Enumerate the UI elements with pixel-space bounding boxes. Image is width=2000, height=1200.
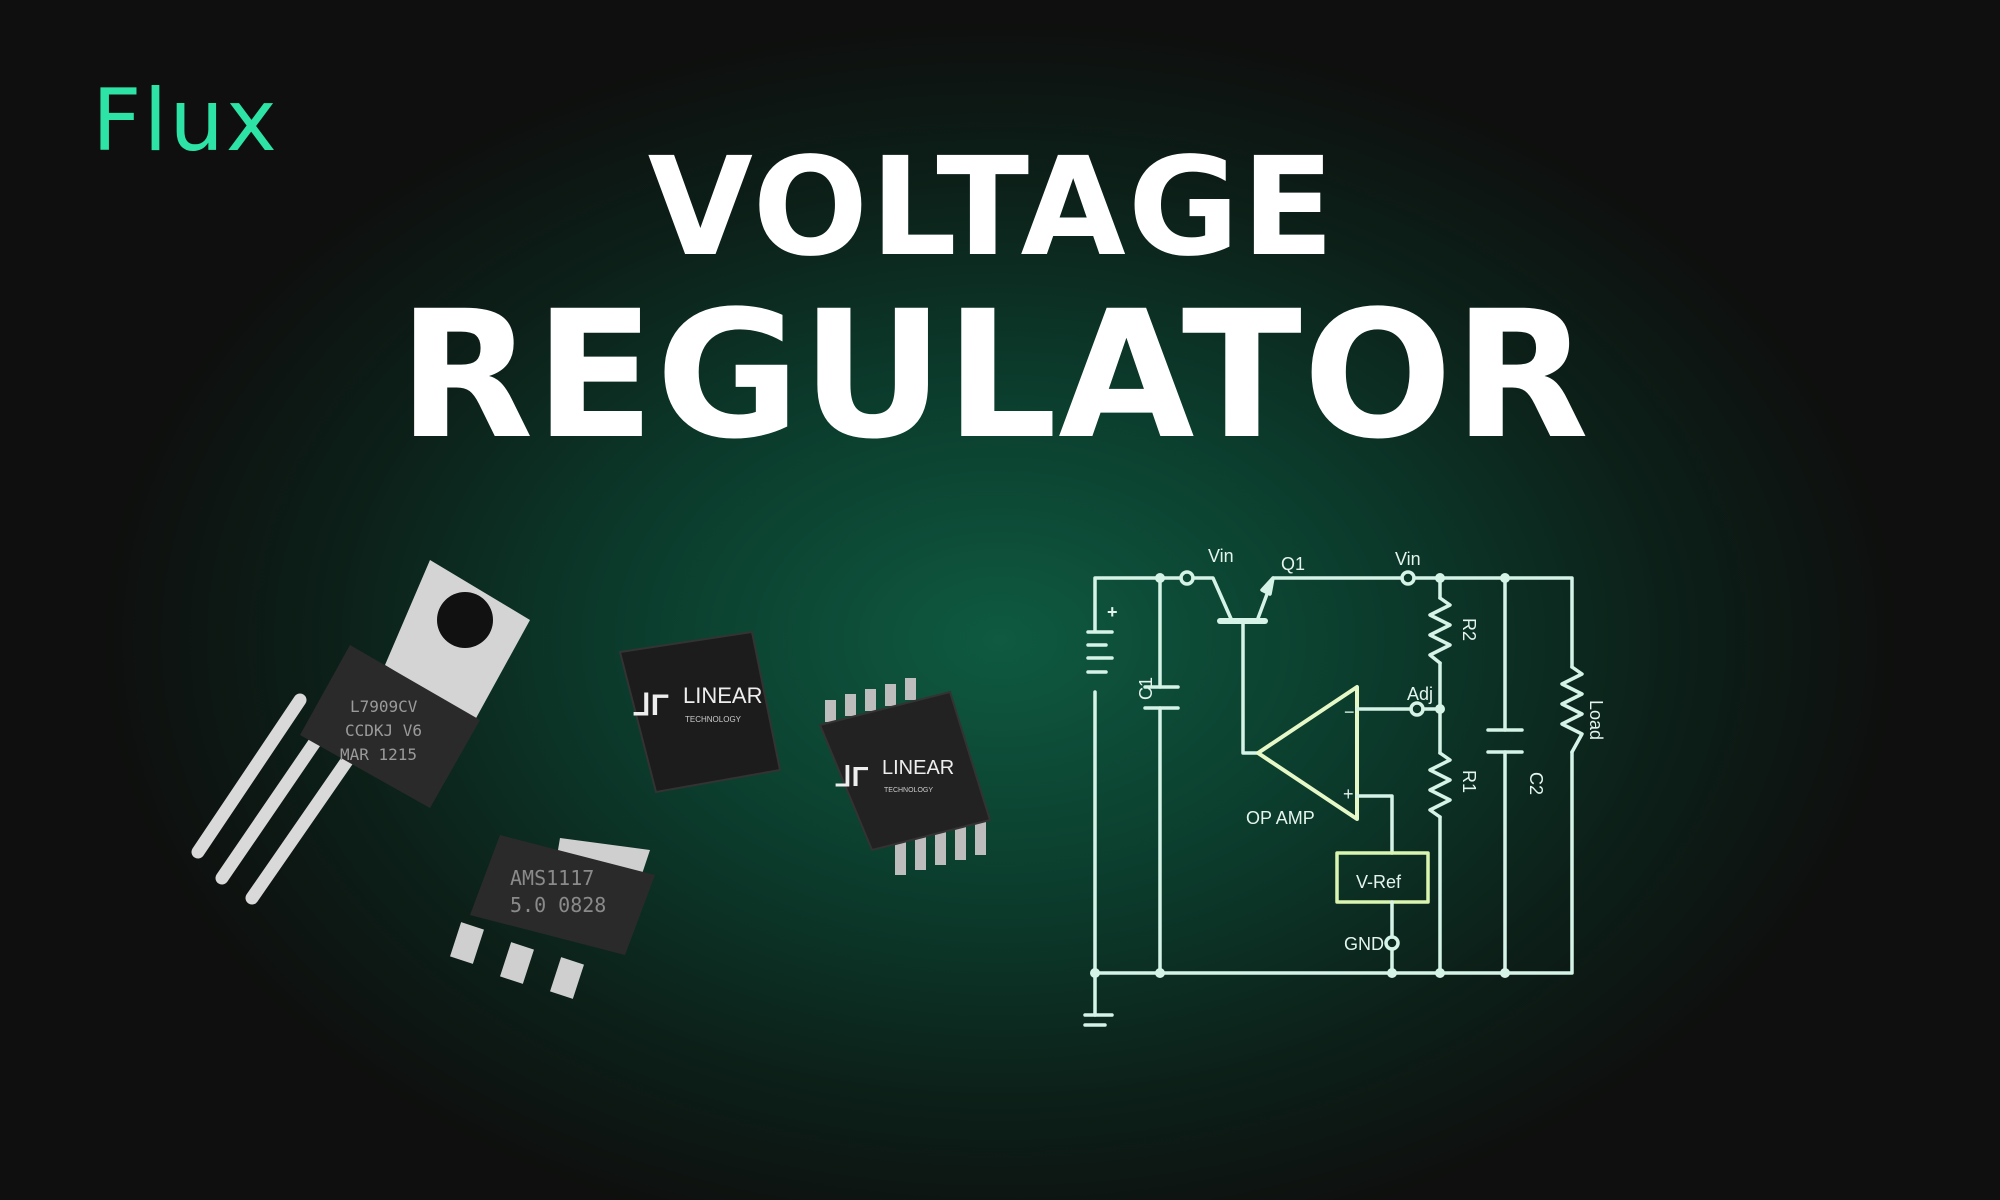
to220-marking-1: L7909CV [350, 697, 418, 716]
title-line-1: VOLTAGE [647, 129, 1337, 287]
label-vin-in: Vin [1208, 546, 1234, 566]
label-r1: R1 [1459, 770, 1479, 793]
title-line-2: REGULATOR [397, 273, 1590, 478]
sot223-marking-2: 5.0 0828 [510, 893, 606, 917]
linear-logo-mark: ⅃Γ [633, 689, 669, 722]
msop-package: ⅃Γ LINEAR TECHNOLOGY [818, 678, 992, 875]
junction-dots [1090, 573, 1510, 978]
to220-marking-3: MAR 1215 [340, 745, 417, 764]
to220-package: L7909CV CCDKJ V6 MAR 1215 [191, 560, 530, 905]
label-minus: − [1344, 702, 1355, 722]
label-c1: C1 [1136, 677, 1156, 700]
sot223-package: AMS1117 5.0 0828 [450, 835, 655, 999]
label-c2: C2 [1526, 772, 1546, 795]
label-plus: + [1343, 784, 1354, 804]
sot223-marking-1: AMS1117 [510, 866, 594, 890]
label-gnd: GND [1344, 934, 1384, 954]
flux-logo: Flux [92, 71, 279, 171]
msop-logo-sub: TECHNOLOGY [884, 787, 933, 794]
wires [1083, 570, 1584, 1027]
to220-marking-2: CCDKJ V6 [345, 721, 422, 740]
dfn-logo: LINEAR [683, 683, 762, 708]
label-load: Load [1586, 700, 1606, 740]
msop-logo: LINEAR [882, 757, 954, 779]
label-vin-out: Vin [1395, 549, 1421, 569]
label-battery-plus: + [1107, 602, 1118, 622]
label-q1: Q1 [1281, 554, 1305, 574]
dfn-logo-sub: TECHNOLOGY [685, 715, 742, 724]
label-vref: V-Ref [1356, 872, 1402, 892]
label-op-amp: OP AMP [1246, 808, 1315, 828]
label-adj: Adj [1407, 684, 1433, 704]
dfn-package: ⅃Γ LINEAR TECHNOLOGY [618, 630, 782, 794]
label-r2: R2 [1459, 618, 1479, 641]
linear-logo-mark: ⅃Γ [835, 761, 869, 792]
